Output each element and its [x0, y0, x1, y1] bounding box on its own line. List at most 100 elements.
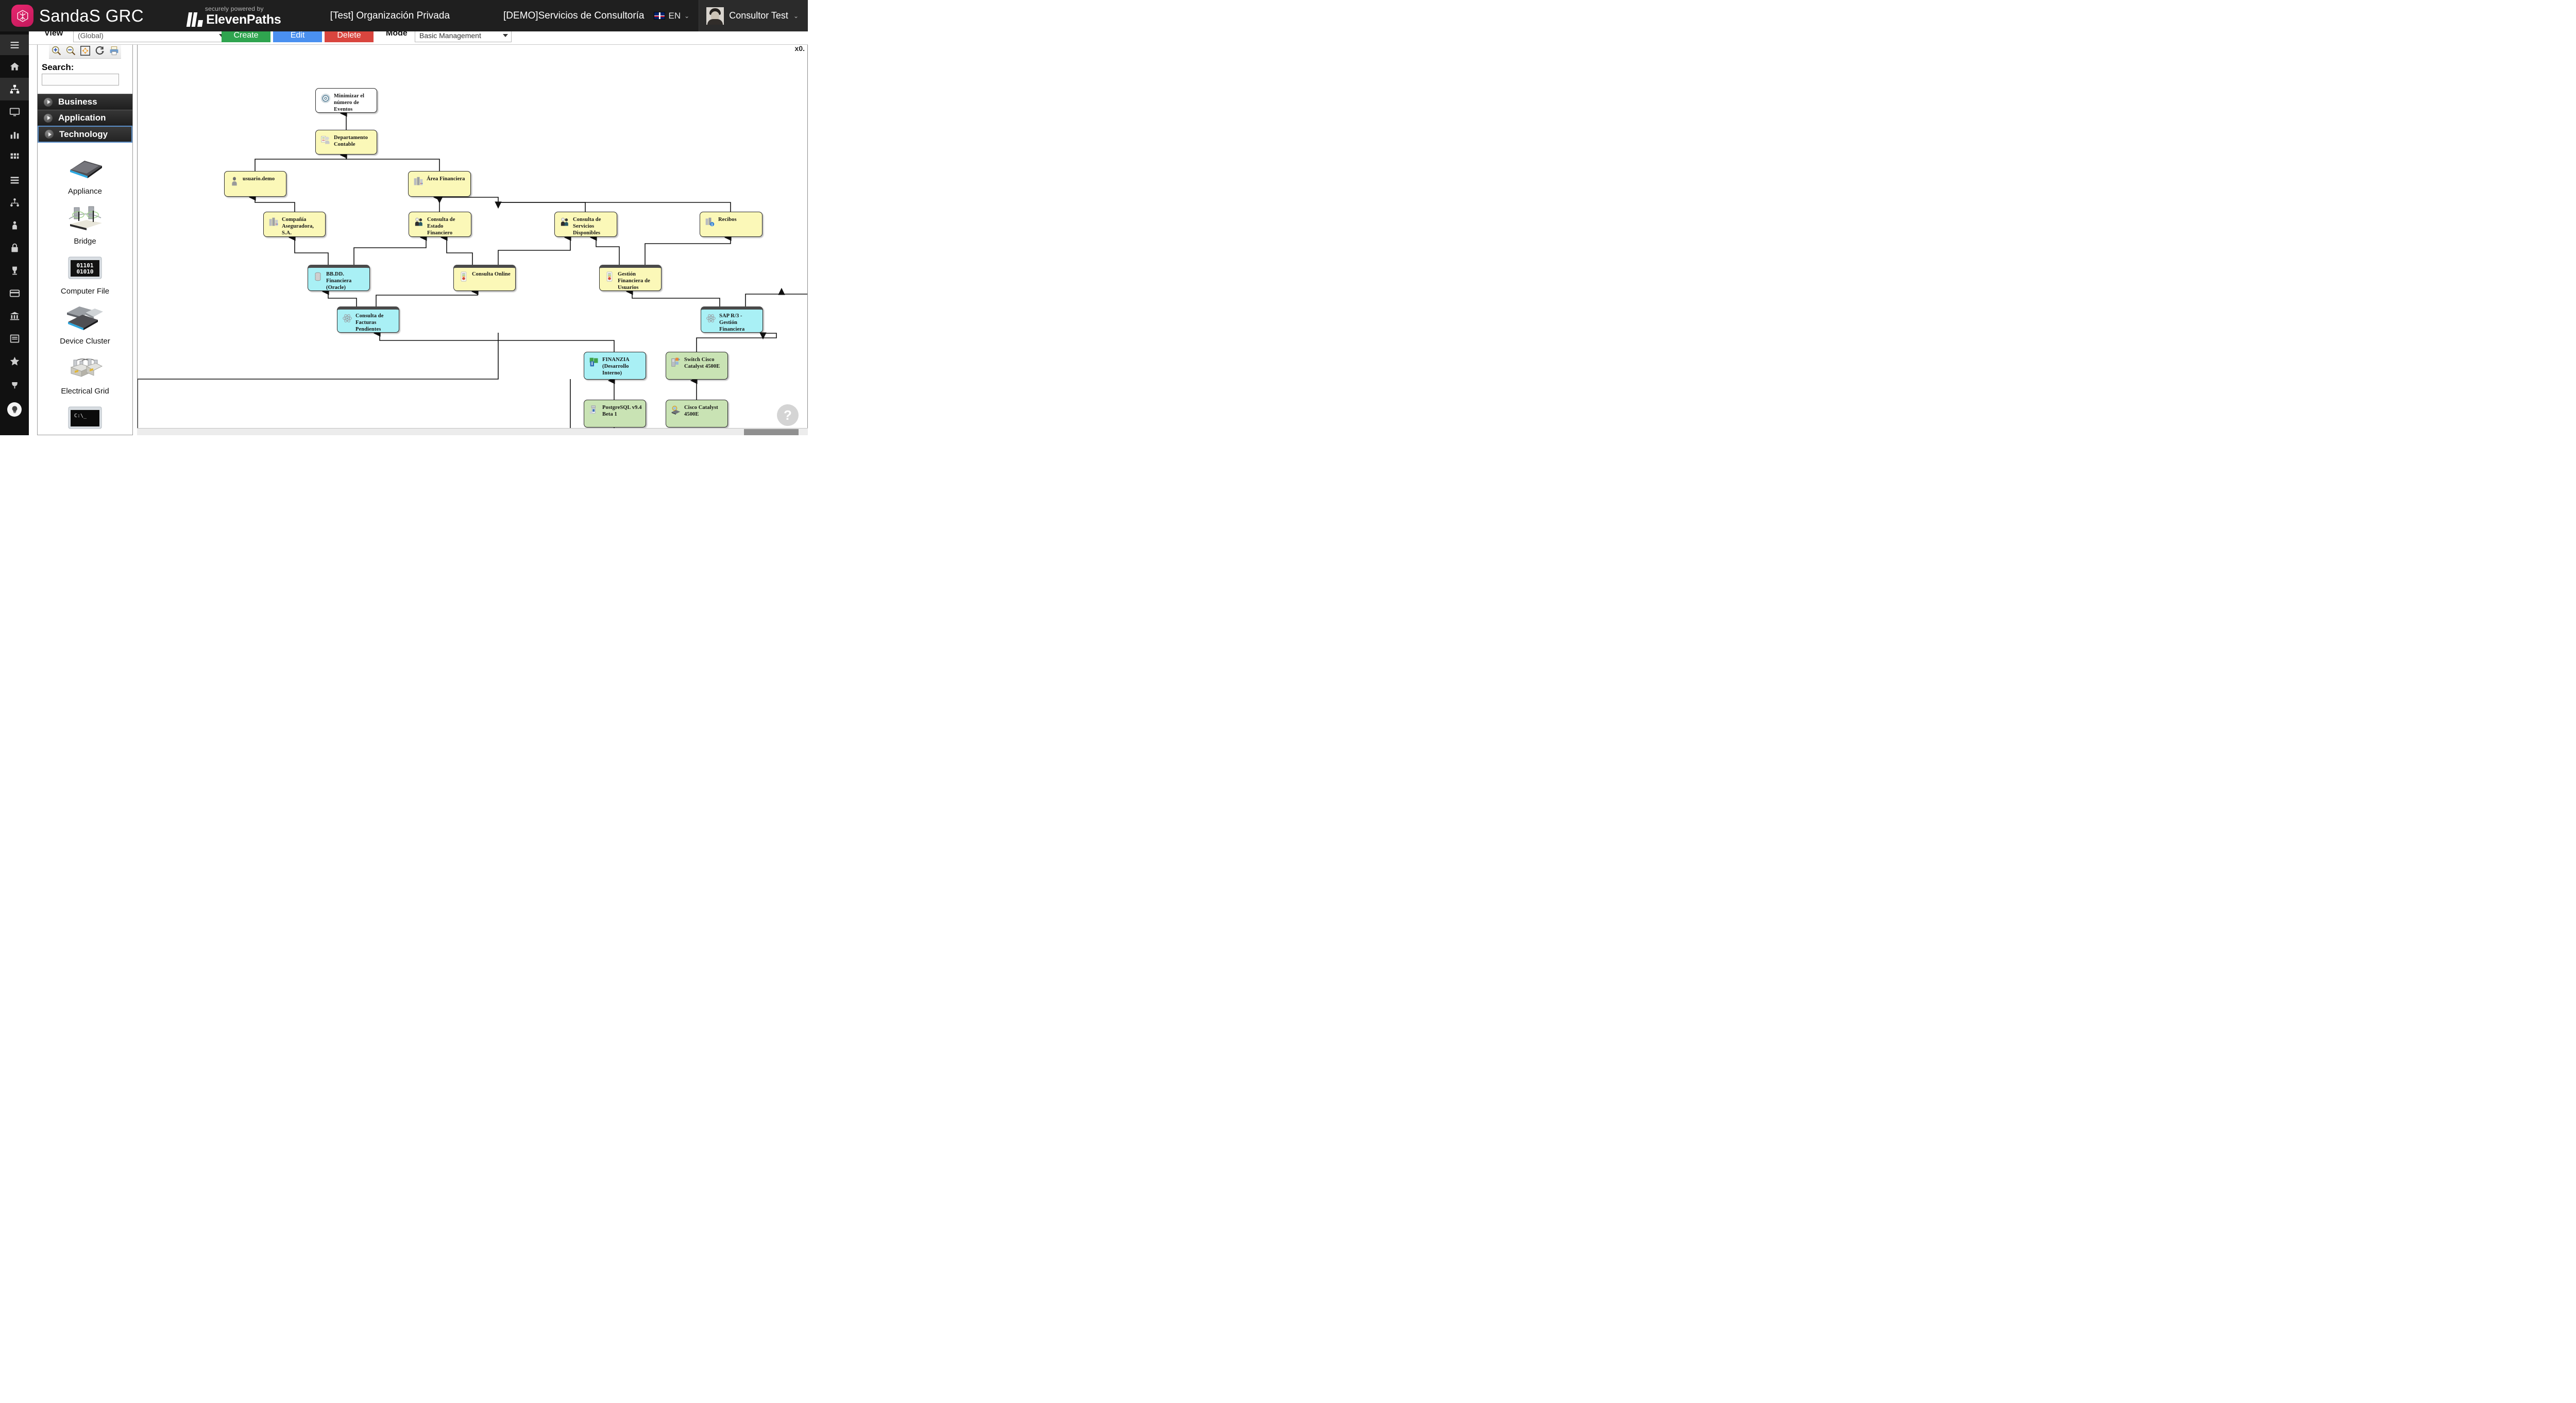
fit-to-screen-icon [80, 45, 90, 56]
powered-by-label: securely powered by [205, 5, 264, 12]
diagram-node[interactable]: SAP R/3 - Gestión Financiera [701, 306, 763, 333]
diagram-node[interactable]: Recibos [700, 212, 762, 237]
diagram-node[interactable]: Consulta de Servicios Disponibles [554, 212, 617, 237]
rail-item-security[interactable] [0, 236, 29, 259]
rail-item-cards[interactable] [0, 282, 29, 304]
palette-toolbar [49, 43, 121, 59]
database-stack-icon [313, 271, 323, 282]
organization-label-right: [DEMO]Servicios de Consultoría [503, 10, 645, 21]
palette-item-bridge[interactable]: Bridge [38, 199, 132, 249]
home-icon [10, 62, 19, 70]
chevron-down-icon [503, 34, 508, 37]
zoom-in-button[interactable] [49, 44, 63, 57]
node-label: Compañía Aseguradora, S.A. [282, 217, 314, 236]
diagram-node[interactable]: Consulta de Facturas Pendientes [337, 306, 399, 333]
monitor-icon [9, 108, 20, 116]
accordion-item-application[interactable]: Application [38, 110, 132, 126]
scrollbar-thumb[interactable] [744, 429, 799, 435]
rail-item-awards[interactable] [0, 259, 29, 282]
server-node-icon [671, 357, 681, 367]
fit-to-screen-button[interactable] [78, 44, 92, 57]
diagram-node[interactable]: Consulta de Estado Financiero [409, 212, 471, 237]
diagram-node[interactable]: Gestión Financiera de Usuarios [599, 265, 662, 291]
diagram-node[interactable]: Área Financiera [408, 171, 471, 197]
switch-device-icon [671, 405, 681, 415]
print-button[interactable] [107, 44, 121, 57]
accordion-item-business[interactable]: Business [38, 94, 132, 110]
hamburger-menu-icon [10, 41, 19, 48]
app-windows-icon [589, 357, 599, 367]
rail-item-list[interactable] [0, 168, 29, 191]
rail-item-grid[interactable] [0, 146, 29, 168]
diagram-node[interactable]: Consulta Online [453, 265, 516, 291]
rail-item-docs[interactable] [0, 327, 29, 350]
palette-item-label: Appliance [68, 187, 102, 196]
user-menu[interactable]: Consultor Test ⌄ [699, 0, 808, 31]
trophy-icon [12, 266, 17, 275]
horizontal-scrollbar[interactable] [137, 428, 808, 435]
element-palette-panel: Search: Business Application Technology … [37, 41, 133, 435]
diagram-node[interactable]: BB.DD. Financiera (Oracle) [308, 265, 370, 291]
node-label: Consulta de Estado Financiero [427, 217, 455, 236]
palette-item-file-system[interactable]: C:\_ File System [38, 399, 132, 435]
application-window: SandaS GRC securely powered by ElevenPat… [0, 0, 808, 435]
person-icon [12, 221, 17, 229]
refresh-button[interactable] [93, 44, 106, 57]
lightbulb-icon [12, 405, 17, 413]
palette-item-label: Electrical Grid [61, 387, 109, 396]
app-component-icon [459, 271, 469, 282]
search-input[interactable] [42, 74, 119, 85]
node-label: FINANZIA (Desarrollo Interno) [602, 357, 630, 376]
diagram-node[interactable]: Cisco Catalyst 4500E [666, 400, 728, 427]
zoom-level-label: x0. [793, 44, 806, 53]
view-select-value: (Global) [78, 31, 104, 40]
palette-item-appliance[interactable]: Appliance [38, 149, 132, 199]
buildings-icon [268, 217, 279, 227]
svg-text:01010: 01010 [76, 268, 93, 275]
rail-item-assets[interactable] [0, 191, 29, 214]
palette-item-electrical-grid[interactable]: Electrical Grid [38, 349, 132, 399]
rail-item-person[interactable] [0, 214, 29, 236]
bank-icon [10, 312, 19, 320]
rail-item-monitor[interactable] [0, 100, 29, 123]
diagram-node[interactable]: Switch Cisco Catalyst 4500E [666, 352, 728, 380]
diagram-node[interactable]: PostgreSQL v9.4 Beta 1 [584, 400, 646, 427]
play-circle-icon [44, 97, 53, 107]
rail-item-home[interactable] [0, 55, 29, 78]
elevenpaths-name: ElevenPaths [206, 12, 281, 27]
rail-item-structure[interactable] [0, 78, 29, 100]
brand-logo[interactable]: SandaS GRC [0, 5, 167, 27]
diagram-node[interactable]: Departamento Contable [315, 130, 377, 155]
appliance-device-icon [66, 152, 104, 183]
accordion-item-technology[interactable]: Technology [38, 126, 132, 143]
rail-item-menu[interactable] [0, 35, 29, 55]
palette-item-label: Bridge [74, 237, 96, 246]
node-label: Cisco Catalyst 4500E [684, 405, 718, 417]
db-server-icon [589, 405, 599, 415]
chevron-down-icon: ⌄ [684, 12, 690, 20]
language-selector[interactable]: EN ⌄ [645, 0, 699, 31]
rail-item-reports[interactable] [0, 123, 29, 146]
diagram-node[interactable]: FINANZIA (Desarrollo Interno) [584, 352, 646, 380]
device-cluster-icon [65, 302, 105, 333]
elevenpaths-logo: securely powered by ElevenPaths [167, 5, 301, 27]
palette-item-device-cluster[interactable]: Device Cluster [38, 299, 132, 349]
diagram-canvas[interactable]: x0. [137, 41, 808, 435]
diagram-node[interactable]: usuario.demo [224, 171, 286, 197]
rail-item-plug[interactable] [0, 372, 29, 395]
accordion-label: Business [58, 97, 97, 107]
network-bridge-icon [66, 202, 104, 233]
diagram-node[interactable]: Minimizar el número de Eventos recibidos [315, 88, 377, 113]
rail-item-hints[interactable] [7, 402, 22, 417]
zoom-out-button[interactable] [64, 44, 77, 57]
rail-item-bank[interactable] [0, 304, 29, 327]
help-button[interactable]: ? [777, 404, 799, 426]
two-people-icon [560, 217, 570, 227]
rail-item-favorites[interactable] [0, 350, 29, 372]
buildings-icon [413, 176, 423, 186]
two-people-icon [414, 217, 424, 227]
diagram-node[interactable]: Compañía Aseguradora, S.A. [263, 212, 326, 237]
